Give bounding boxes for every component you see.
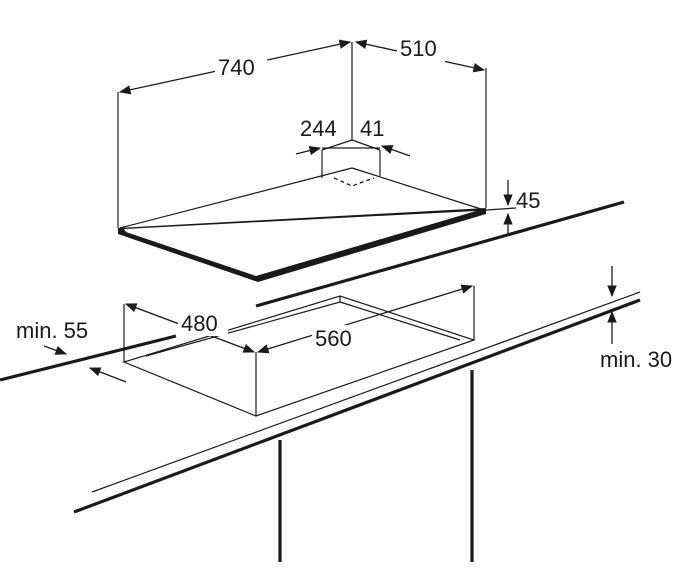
cutout xyxy=(122,286,476,417)
dimension-510: 510 xyxy=(354,36,486,73)
label-min-30: min. 30 xyxy=(600,347,672,372)
dimension-560: 560 xyxy=(256,284,474,354)
dimension-740: 740 xyxy=(118,39,352,95)
label-510: 510 xyxy=(400,36,437,61)
dimension-45: 45 xyxy=(485,180,540,235)
dimension-min-30: min. 30 xyxy=(600,266,672,372)
hob-outline xyxy=(117,42,487,282)
label-480: 480 xyxy=(181,311,218,336)
dimension-inlet: 244 41 xyxy=(295,116,411,157)
worktop xyxy=(0,200,641,562)
label-min-55: min. 55 xyxy=(16,318,88,343)
label-560: 560 xyxy=(315,326,352,351)
label-41: 41 xyxy=(360,116,384,141)
dimension-480: 480 xyxy=(124,303,256,353)
label-45: 45 xyxy=(516,188,540,213)
dimension-min-55: min. 55 xyxy=(16,318,127,383)
label-244: 244 xyxy=(300,116,337,141)
label-740: 740 xyxy=(218,55,255,80)
